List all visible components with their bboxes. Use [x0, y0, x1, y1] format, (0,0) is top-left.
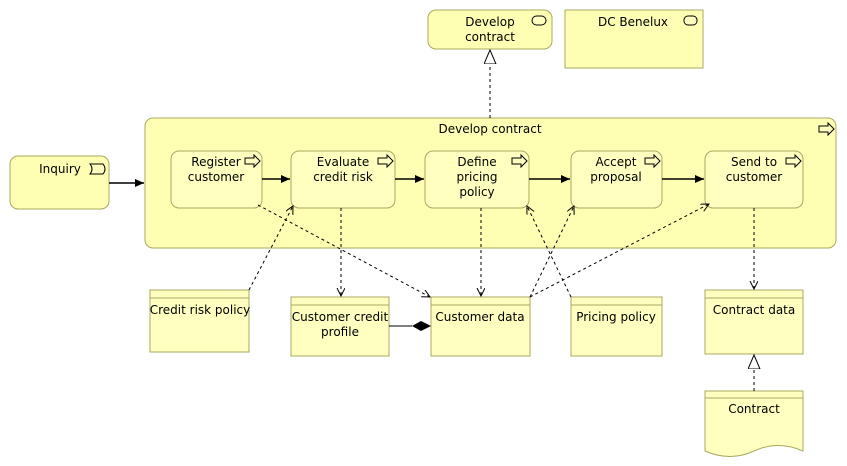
- service-icon: [531, 15, 547, 26]
- representation-label: Contract: [728, 402, 780, 416]
- step-label-line2: credit risk: [313, 170, 373, 184]
- process-arrow-icon: [644, 153, 661, 169]
- service-label-line2: contract: [465, 30, 515, 44]
- step-label-line2: customer: [726, 170, 783, 184]
- access-register-to-customer-data: [257, 204, 430, 297]
- object-label-line2: profile: [321, 325, 359, 339]
- business-actor-dc-benelux[interactable]: DC Benelux: [564, 9, 704, 69]
- business-service-develop-contract[interactable]: Develop contract: [427, 9, 553, 50]
- process-arrow-icon: [785, 153, 802, 169]
- representation-contract[interactable]: Contract: [704, 390, 804, 457]
- object-label-line1: Credit risk policy: [150, 303, 251, 317]
- process-arrow-icon: [511, 153, 528, 169]
- composition-diamond: [412, 321, 431, 331]
- actor-label: DC Benelux: [598, 15, 668, 29]
- process-arrow-icon: [377, 153, 394, 169]
- event-label: Inquiry: [39, 162, 81, 176]
- object-customer-data[interactable]: Customer data: [430, 296, 531, 357]
- object-label-line1: Pricing policy: [576, 310, 656, 324]
- step-label-line1: Accept: [596, 155, 637, 169]
- step-evaluate-credit-risk[interactable]: Evaluate credit risk: [290, 150, 396, 209]
- object-contract-data[interactable]: Contract data: [704, 289, 804, 355]
- step-label-line2: proposal: [590, 170, 642, 184]
- role-icon: [683, 15, 698, 26]
- object-label-line1: Contract data: [713, 303, 795, 317]
- access-customer-data-to-send: [529, 204, 709, 298]
- step-label-line1: Define: [457, 155, 496, 169]
- step-label-line3: policy: [459, 185, 494, 199]
- business-event-inquiry[interactable]: Inquiry: [9, 155, 110, 210]
- access-customer-data-to-accept: [529, 206, 574, 298]
- object-credit-risk-policy[interactable]: Credit risk policy: [149, 289, 251, 353]
- step-register-customer[interactable]: Register customer: [170, 150, 263, 209]
- step-label-line2: pricing: [456, 170, 497, 184]
- step-label-line1: Evaluate: [317, 155, 369, 169]
- step-send-to-customer[interactable]: Send to customer: [704, 150, 804, 209]
- main-process-label: Develop contract: [438, 122, 541, 136]
- process-arrow-icon: [818, 121, 835, 137]
- step-label-line1: Send to: [731, 155, 777, 169]
- object-customer-credit-profile[interactable]: Customer credit profile: [290, 296, 390, 357]
- object-pricing-policy[interactable]: Pricing policy: [570, 296, 663, 357]
- step-label-line1: Register: [191, 155, 240, 169]
- step-label-line2: customer: [188, 170, 245, 184]
- access-pricing-policy-to-define: [527, 206, 572, 298]
- step-accept-proposal[interactable]: Accept proposal: [570, 150, 663, 209]
- process-arrow-icon: [244, 153, 261, 169]
- step-define-pricing-policy[interactable]: Define pricing policy: [424, 150, 530, 209]
- object-label-line1: Customer data: [435, 310, 524, 324]
- object-label-line1: Customer credit: [292, 310, 389, 324]
- service-label-line1: Develop: [465, 15, 514, 29]
- event-icon: [88, 163, 106, 175]
